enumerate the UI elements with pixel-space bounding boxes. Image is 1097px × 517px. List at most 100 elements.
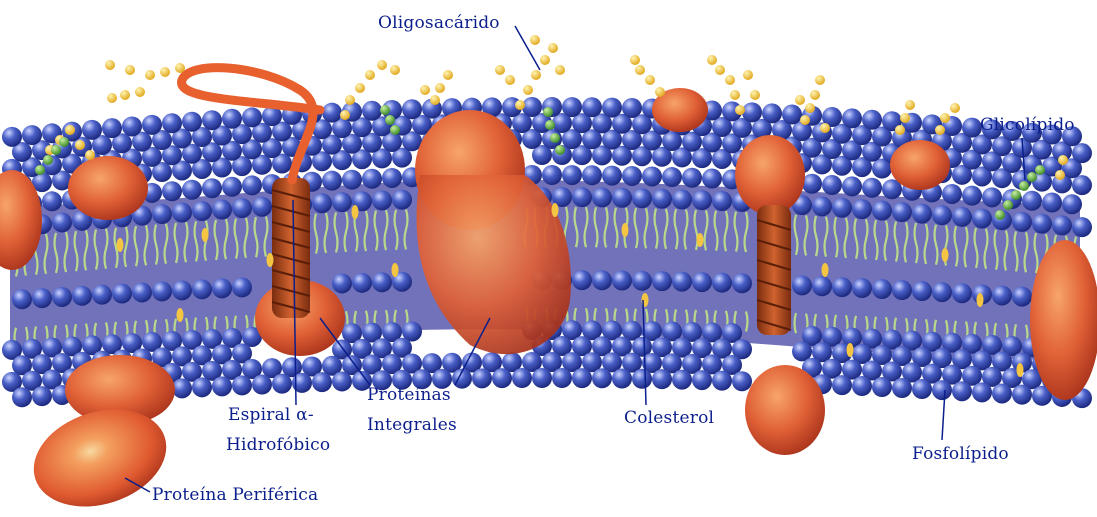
phospholipid-head (542, 165, 562, 185)
phospholipid-head (692, 190, 712, 210)
phospholipid-head (392, 190, 412, 210)
phospholipid-head (862, 110, 882, 130)
phospholipid-head (1042, 193, 1062, 213)
label-colesterol: Colesterol (624, 407, 714, 429)
glycolipid-bead (1035, 165, 1045, 175)
label-proteinas-line2: Integrales (367, 414, 457, 436)
phospholipid-head (982, 187, 1002, 207)
sugar-bead (707, 55, 717, 65)
phospholipid-head (852, 278, 872, 298)
phospholipid-head (1012, 212, 1032, 232)
sugar-bead (390, 65, 400, 75)
phospholipid-head (632, 369, 652, 389)
phospholipid-head (182, 112, 202, 132)
cholesterol-molecule (942, 248, 949, 262)
sugar-bead (950, 103, 960, 113)
phospholipid-head (52, 287, 72, 307)
phospholipid-head (522, 97, 542, 117)
phospholipid-head (362, 169, 382, 189)
phospholipid-head (762, 103, 782, 123)
protein-edge-right (1030, 240, 1097, 400)
sugar-bead (531, 70, 541, 80)
label-proteinas-line1: Proteínas (367, 384, 451, 406)
phospholipid-head (712, 371, 732, 391)
phospholipid-head (972, 208, 992, 228)
phospholipid-head (122, 116, 142, 136)
phospholipid-head (162, 113, 182, 133)
phospholipid-head (892, 280, 912, 300)
phospholipid-head (372, 190, 392, 210)
phospholipid-head (402, 99, 422, 119)
sugar-bead (75, 140, 85, 150)
phospholipid-head (962, 186, 982, 206)
phospholipid-head (732, 273, 752, 293)
phospholipid-head (842, 176, 862, 196)
glycolipid-bead (1011, 190, 1021, 200)
integral-protein-right-bottom (745, 365, 825, 455)
sugar-bead (420, 85, 430, 95)
phospholipid-head (942, 184, 962, 204)
phospholipid-head (612, 271, 632, 291)
sugar-bead (750, 90, 760, 100)
phospholipid-head (912, 281, 932, 301)
sugar-bead (548, 43, 558, 53)
phospholipid-head (322, 171, 342, 191)
phospholipid-head (632, 271, 652, 291)
sugar-bead (435, 83, 445, 93)
phospholipid-head (782, 105, 802, 125)
sugar-bead (820, 123, 830, 133)
sugar-bead (505, 75, 515, 85)
phospholipid-head (222, 177, 242, 197)
phospholipid-head (332, 371, 352, 391)
phospholipid-head (1072, 143, 1092, 163)
phospholipid-head (572, 270, 592, 290)
phospholipid-head (332, 192, 352, 212)
sugar-bead (85, 150, 95, 160)
phospholipid-head (362, 101, 382, 121)
glycolipid-bead (543, 107, 553, 117)
phospholipid-head (632, 188, 652, 208)
glycolipid-bead (1027, 172, 1037, 182)
sugar-bead (800, 115, 810, 125)
phospholipid-head (682, 168, 702, 188)
sugar-bead (645, 75, 655, 85)
phospholipid-head (612, 369, 632, 389)
phospholipid-head (232, 375, 252, 395)
phospholipid-head (352, 273, 372, 293)
glycolipid-bead (995, 210, 1005, 220)
phospholipid-head (712, 273, 732, 293)
phospholipid-head (802, 174, 822, 194)
phospholipid-head (232, 277, 252, 297)
cholesterol-molecule (622, 223, 629, 237)
glycolipid-bead (35, 165, 45, 175)
phospholipid-head (192, 377, 212, 397)
sugar-bead (795, 95, 805, 105)
phospholipid-head (312, 193, 332, 213)
phospholipid-head (822, 175, 842, 195)
cholesterol-molecule (392, 263, 399, 277)
sugar-bead (523, 85, 533, 95)
phospholipid-head (52, 212, 72, 232)
phospholipid-head (692, 370, 712, 390)
phospholipid-head (832, 277, 852, 297)
phospholipid-head (602, 98, 622, 118)
phospholipid-head (1022, 191, 1042, 211)
phospholipid-head (742, 102, 762, 122)
phospholipid-head (562, 165, 582, 185)
sugar-bead (805, 103, 815, 113)
sugar-bead (107, 93, 117, 103)
sugar-bead (743, 70, 753, 80)
phospholipid-head (952, 283, 972, 303)
phospholipid-head (672, 189, 692, 209)
glycolipid-bead (51, 145, 61, 155)
phospholipid-head (622, 98, 642, 118)
sugar-bead (355, 83, 365, 93)
cholesterol-molecule (822, 263, 829, 277)
sugar-bead (735, 105, 745, 115)
phospholipid-head (1052, 215, 1072, 235)
sugar-bead (430, 95, 440, 105)
phospholipid-head (212, 200, 232, 220)
phospholipid-head (132, 282, 152, 302)
sugar-bead (345, 95, 355, 105)
sugar-bead (443, 70, 453, 80)
